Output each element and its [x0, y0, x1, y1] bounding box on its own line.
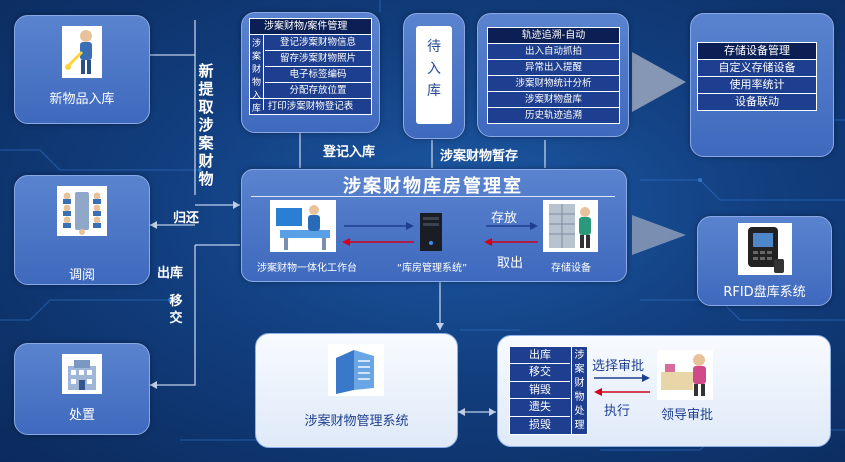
- workstation-icon: [270, 200, 336, 252]
- transfer-label: 移交: [169, 294, 183, 326]
- pending-panel[interactable]: 待入库: [403, 13, 465, 139]
- leader-label: 领导审批: [660, 408, 713, 423]
- new-extract-label: 新提取涉案财物: [198, 62, 214, 188]
- disposal-item-3[interactable]: 遗失: [510, 399, 570, 417]
- trace-item-2[interactable]: 涉案财物统计分析: [488, 76, 619, 92]
- disposal-item-2[interactable]: 销毁: [510, 382, 570, 400]
- warehouse-arrows: [342, 222, 538, 246]
- new-item-node[interactable]: 新物品入库: [14, 15, 150, 124]
- new-item-label: 新物品入库: [49, 92, 115, 107]
- select-approve-label: 选择审批: [592, 359, 645, 374]
- trace-title: 轨迹追溯-自动: [488, 28, 619, 44]
- rfid-scanner-icon: [738, 223, 792, 275]
- dispose-node[interactable]: 处置: [14, 343, 150, 435]
- storage-cabinet-icon: [543, 200, 598, 252]
- storage-mgmt-list: 存储设备管理 自定义存储设备 使用率统计 设备联动: [697, 42, 817, 111]
- warehouse-divider: [251, 196, 615, 197]
- workstation-label: 涉案财物一体化工作台: [257, 263, 357, 274]
- building-icon: [62, 354, 102, 394]
- server-rack-icon: [328, 344, 384, 396]
- trace-item-4[interactable]: 历史轨迹追溯: [524, 110, 582, 121]
- warehouse-title: 涉案财物库房管理室: [343, 176, 523, 197]
- system-label: “库房管理系统”: [396, 263, 468, 274]
- retrieve-label: 取出: [497, 256, 524, 271]
- disposal-item-4[interactable]: 损毁: [529, 417, 551, 431]
- outbound-label: 出库: [157, 266, 184, 281]
- rfid-node[interactable]: RFID盘库系统: [697, 216, 832, 306]
- case-register-list: 涉案财物/案件管理 涉案财物入库 登记涉案财物信息 留存涉案财物照片 电子标签编…: [249, 18, 372, 115]
- trace-item-3[interactable]: 涉案财物盘库: [488, 92, 619, 108]
- server-icon: [420, 213, 442, 251]
- mgmt-system-label: 涉案财物管理系统: [304, 414, 409, 429]
- worker-icon: [62, 26, 102, 78]
- mgmt-system-node[interactable]: 涉案财物管理系统: [255, 333, 458, 448]
- store-label: 存放: [491, 211, 518, 226]
- consult-node[interactable]: 调阅: [14, 175, 150, 285]
- dispose-label: 处置: [68, 408, 95, 423]
- storage-item-0[interactable]: 自定义存储设备: [698, 60, 816, 77]
- case-register-body: 涉案财物入库 登记涉案财物信息 留存涉案财物照片 电子标签编码 分配存放位置: [250, 35, 371, 114]
- storage-label: 存储设备: [551, 263, 591, 274]
- register-in-label: 登记入库: [323, 145, 376, 160]
- disposal-item-1[interactable]: 移交: [510, 364, 570, 382]
- trace-list: 轨迹追溯-自动 出入自动抓拍 异常出入提醒 涉案财物统计分析 涉案财物盘库 历史…: [487, 27, 620, 124]
- disposal-item-0[interactable]: 出库: [510, 347, 570, 365]
- case-register-side: 涉案财物入库: [250, 35, 264, 114]
- disposal-side: 涉案财物处理: [571, 347, 587, 434]
- rfid-label: RFID盘库系统: [723, 285, 806, 300]
- case-register-title: 涉案财物/案件管理: [250, 19, 371, 35]
- case-item-0[interactable]: 登记涉案财物信息: [265, 35, 371, 51]
- case-item-1[interactable]: 留存涉案财物照片: [265, 51, 371, 67]
- storage-item-1[interactable]: 使用率统计: [698, 77, 816, 94]
- execute-label: 执行: [604, 404, 631, 419]
- consult-label: 调阅: [68, 268, 95, 283]
- approval-arrows: [594, 374, 650, 396]
- meeting-icon: [57, 186, 107, 236]
- trace-item-0[interactable]: 出入自动抓拍: [488, 44, 619, 60]
- return-label: 归还: [173, 211, 200, 226]
- storage-item-2[interactable]: 设备联动: [735, 95, 779, 108]
- case-register-footer[interactable]: 打印涉案财物登记表: [250, 98, 371, 114]
- disposal-list: 涉案财物处理 出库 移交 销毁 遗失 损毁: [509, 346, 588, 435]
- storage-mgmt-title: 存储设备管理: [698, 43, 816, 60]
- pending-box: 待入库: [416, 26, 452, 124]
- pending-label: 待入库: [427, 39, 441, 99]
- case-item-2[interactable]: 电子标签编码: [265, 67, 371, 83]
- trace-item-1[interactable]: 异常出入提醒: [488, 60, 619, 76]
- case-item-3[interactable]: 分配存放位置: [289, 85, 347, 96]
- temp-store-label: 涉案财物暂存: [440, 149, 519, 164]
- leader-icon: [657, 350, 713, 400]
